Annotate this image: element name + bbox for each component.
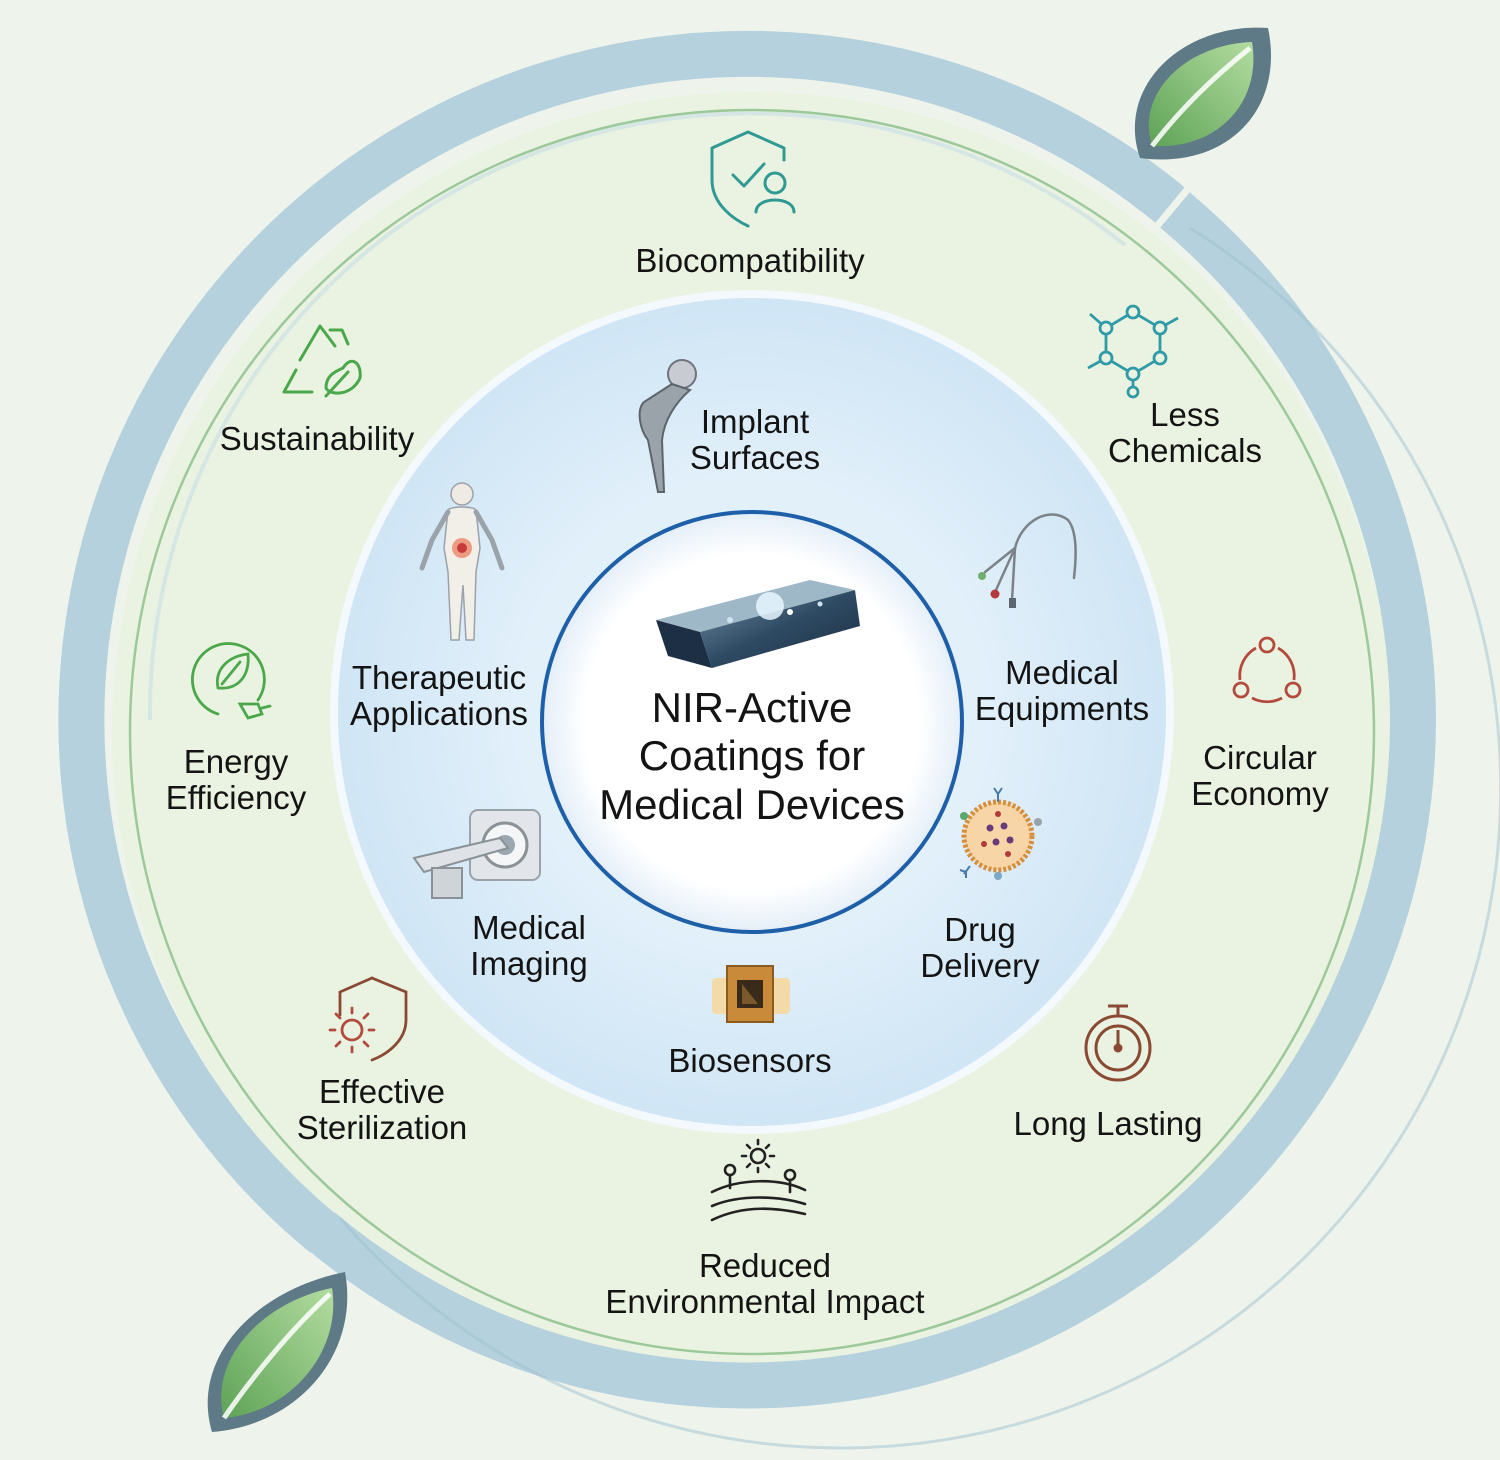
label-long-lasting: Long Lasting: [1013, 1105, 1203, 1142]
stopwatch-icon: [1084, 1004, 1152, 1082]
label-biosensors: Biosensors: [668, 1042, 832, 1079]
leaf-top-right: [1134, 27, 1271, 160]
label-sustainability: Sustainability: [219, 420, 415, 457]
center-title: NIR-Active Coatings for Medical Devices: [599, 684, 905, 828]
nanoparticle-icon: [959, 787, 1042, 880]
shield-person-icon: [710, 130, 796, 228]
label-drug-delivery: Drug Delivery: [920, 911, 1040, 984]
landscape-icon: [710, 1138, 807, 1222]
hip-implant-icon: [638, 359, 697, 493]
label-effective-sterilization: Effective Sterilization: [296, 1073, 468, 1146]
label-energy-efficiency: Energy Efficiency: [165, 743, 307, 816]
label-medical-imaging: Medical Imaging: [470, 909, 588, 982]
coating-sample-icon: [656, 580, 860, 668]
ct-scanner-icon: [412, 809, 541, 899]
cycle-icon: [1232, 636, 1302, 704]
human-body-icon: [419, 482, 505, 641]
label-circular-economy: Circular Economy: [1191, 739, 1329, 812]
label-therapeutic-applications: Therapeutic Applications: [350, 659, 528, 732]
label-biocompatibility: Biocompatibility: [635, 242, 865, 279]
chip-icon: [712, 965, 790, 1023]
shield-virus-icon: [328, 976, 408, 1062]
molecule-icon: [1087, 304, 1179, 399]
leaf-bottom-left: [207, 1272, 348, 1432]
label-less-chemicals: Less Chemicals: [1107, 396, 1263, 469]
label-implant-surfaces: Implant Surfaces: [689, 403, 821, 476]
leaf-plug-icon: [191, 642, 272, 720]
circular-arrow-ring: [58, 30, 1500, 1450]
label-reduced-environmental-impact: Reduced Environmental Impact: [605, 1247, 925, 1320]
catheter-icon: [978, 513, 1077, 608]
label-medical-equipments: Medical Equipments: [974, 654, 1150, 727]
recycle-leaf-icon: [282, 324, 362, 398]
